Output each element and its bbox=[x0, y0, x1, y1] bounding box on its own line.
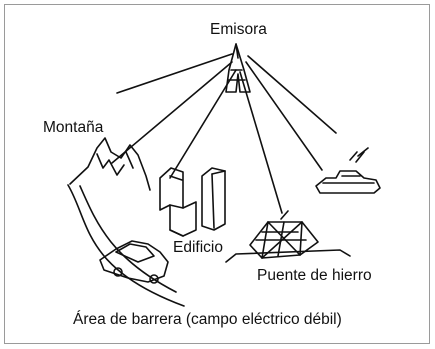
mountain-icon bbox=[69, 137, 151, 191]
transmitter-tower-icon bbox=[225, 43, 251, 93]
caption-label: Área de barrera (campo eléctrico débil) bbox=[73, 311, 342, 328]
bridge-label: Puente de hierro bbox=[257, 267, 372, 284]
transmitter-label: Emisora bbox=[210, 21, 267, 38]
iron-bridge-icon bbox=[225, 210, 351, 263]
car-icon bbox=[99, 240, 169, 284]
mountain-label: Montaña bbox=[43, 119, 104, 136]
vehicle-right-icon bbox=[315, 147, 381, 194]
signal-lines bbox=[111, 53, 337, 214]
building-icon bbox=[159, 167, 226, 237]
building-label: Edificio bbox=[173, 239, 223, 256]
road-icon bbox=[67, 184, 185, 307]
